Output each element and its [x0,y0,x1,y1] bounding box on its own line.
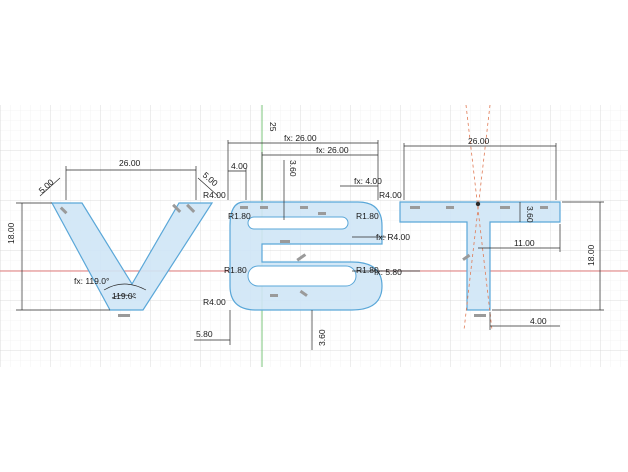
t-stem-dim: 4.00 [530,316,547,326]
e-fx-580-dim: fx: 5.80 [374,267,402,277]
e-bar-left-dim: 4.00 [231,161,248,171]
letter-e-dimensions [194,140,420,350]
e-fx-bar-dim: fx: 4.00 [354,176,382,186]
letter-t-dimensions [403,143,604,330]
t-height-dim: 18.00 [586,244,596,266]
letter-v-dimensions [16,166,219,311]
e-r-small-1-dim: R1.80 [228,211,251,221]
e-r-small-4-dim: R1.80 [356,265,379,275]
v-angle-inner-dim: 119.0° [112,291,136,301]
e-fx-inner-dim: fx: 26.00 [316,145,349,155]
v-angle-outer-dim: fx: 119.0° [74,276,109,286]
t-bar-thickness-dim: 3.60 [525,206,535,223]
axis-label: 25 [268,122,278,132]
e-offset-dim: 5.80 [196,329,213,339]
letter-e-profile[interactable] [229,201,383,311]
t-width-dim: 26.00 [468,136,490,146]
e-bar-gap-dim: 3.60 [288,160,298,177]
v-height-dim: 18.00 [6,222,16,244]
e-r-bottom-left-dim: R4.00 [203,297,226,307]
e-fx-r4-dim: fx: R4.00 [376,232,410,242]
e-r-small-3-dim: R1.80 [224,265,247,275]
t-half-dim: 11.00 [514,238,535,248]
e-fx-outer-dim: fx: 26.00 [284,133,317,143]
t-construction-lines [463,104,493,331]
t-center-point[interactable] [475,201,481,207]
letter-v-profile[interactable] [50,202,214,311]
e-r-top-right-dim: R4.00 [379,190,402,200]
constraint-glyphs [59,203,548,317]
e-r-small-2-dim: R1.80 [356,211,379,221]
v-width-dim: 26.00 [119,158,141,168]
e-bottom-gap-dim: 3.60 [317,329,327,346]
e-r-top-left-dim: R4.00 [203,190,226,200]
